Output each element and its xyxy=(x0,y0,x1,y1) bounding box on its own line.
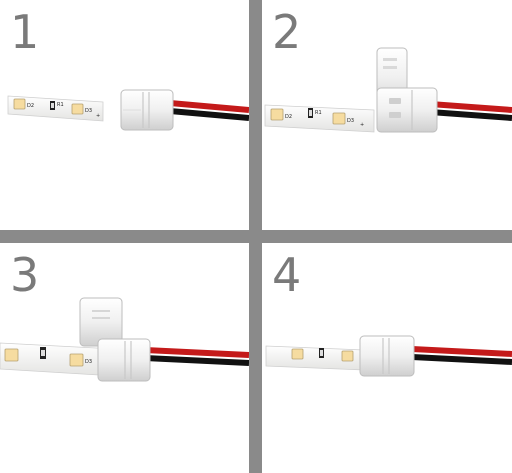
connector-open xyxy=(376,47,438,133)
step-3-panel: D3 3 xyxy=(0,243,249,473)
pcb-label-r1: R1 xyxy=(57,102,64,108)
led-strip: D3 xyxy=(0,342,116,377)
step-1-illustration: D2 R1 D3 + xyxy=(7,89,249,131)
wires xyxy=(411,346,512,365)
led-chip xyxy=(13,98,26,110)
led-chip xyxy=(332,112,346,125)
led-chip xyxy=(291,348,304,360)
horizontal-divider xyxy=(0,230,512,243)
step-number-2: 2 xyxy=(272,5,302,59)
led-chip xyxy=(4,348,19,362)
led-chip xyxy=(69,353,84,367)
wires xyxy=(169,100,249,121)
wires xyxy=(429,101,512,121)
pcb-label-d2: D2 xyxy=(27,103,34,109)
pcb-label-d3: D3 xyxy=(85,108,92,114)
step-number-4: 4 xyxy=(272,248,302,302)
resistor xyxy=(40,347,46,359)
step-3-illustration: D3 xyxy=(0,297,249,382)
resistor xyxy=(308,108,313,118)
pcb-label-d3: D3 xyxy=(85,359,92,365)
step-2-panel: D2 R1 D3 + xyxy=(262,0,512,230)
step-number-3: 3 xyxy=(10,248,40,302)
pcb-label-r1: R1 xyxy=(315,110,322,116)
connector-closed xyxy=(120,89,174,131)
step-4-illustration xyxy=(265,335,512,377)
led-chip xyxy=(71,103,84,115)
step-1-panel: D2 R1 D3 + xyxy=(0,0,249,230)
resistor xyxy=(50,101,55,110)
step-2-illustration: D2 R1 D3 + xyxy=(264,47,512,133)
led-strip: D2 R1 D3 + xyxy=(264,104,375,133)
pcb-label-d3: D3 xyxy=(347,118,354,124)
step-4-panel: 4 xyxy=(262,243,512,473)
step-number-1: 1 xyxy=(10,5,40,59)
led-strip xyxy=(265,345,365,371)
pcb-label-d2: D2 xyxy=(285,114,292,120)
led-strip: D2 R1 D3 + xyxy=(7,95,104,122)
pcb-label-plus: + xyxy=(96,113,100,119)
connector-closed xyxy=(359,335,415,377)
pcb-label-plus: + xyxy=(360,122,364,128)
wires xyxy=(144,347,249,366)
led-chip xyxy=(341,350,354,362)
led-chip xyxy=(270,108,284,121)
connector-strip-inserted xyxy=(79,297,151,382)
resistor xyxy=(319,348,324,358)
